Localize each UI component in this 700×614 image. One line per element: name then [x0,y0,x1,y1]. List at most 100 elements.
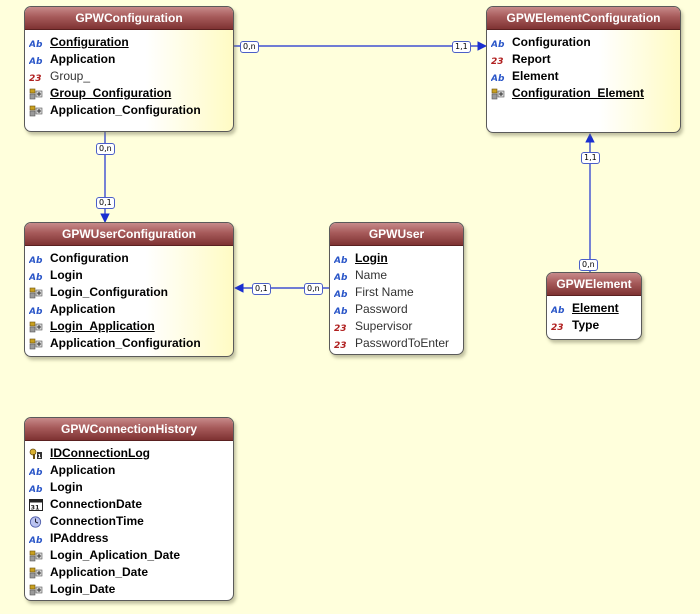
field-row[interactable]: Ab Application [29,462,233,479]
svg-text:Ab: Ab [29,485,43,494]
svg-text:Ab: Ab [29,307,43,316]
field-label: Name [355,268,388,282]
entity-title: GPWElementConfiguration [487,7,680,30]
ab-text-icon: Ab [29,533,43,545]
numeric-icon: 23 [491,54,505,66]
field-row[interactable]: ConnectionTime [29,513,233,530]
svg-text:Ab: Ab [29,536,43,545]
numeric-icon: 23 [334,321,348,333]
field-row[interactable]: Login_Application [29,318,233,335]
field-label: PasswordToEnter [355,336,450,350]
field-label: Login_Date [50,582,116,596]
field-label: Application [50,463,116,477]
cardinality-label: 0,1 [96,197,115,209]
field-label: Report [512,52,551,66]
svg-text:Ab: Ab [334,273,348,282]
entity-title: GPWConfiguration [25,7,233,30]
composite-key-icon [29,321,43,333]
field-row[interactable]: 23 PasswordToEnter [334,335,463,352]
field-row[interactable]: Login_Configuration [29,284,233,301]
ab-text-icon: Ab [334,270,348,282]
svg-text:23: 23 [334,341,347,350]
field-label: ConnectionDate [50,497,143,511]
svg-text:23: 23 [29,74,42,83]
field-label: Configuration [50,251,129,265]
ab-text-icon: Ab [29,482,43,494]
field-row[interactable]: Ab Name [334,267,463,284]
field-label: IPAddress [50,531,109,545]
field-row[interactable]: Application_Configuration [29,335,233,352]
cardinality-label: 0,n [304,283,323,295]
field-label: Login_Configuration [50,285,168,299]
svg-text:Ab: Ab [29,468,43,477]
field-label: Configuration_Element [512,86,645,100]
svg-text:23: 23 [491,57,504,66]
field-row[interactable]: 23 Report [491,51,680,68]
ab-text-icon: Ab [29,54,43,66]
field-label: Element [512,69,559,83]
entity-title: GPWConnectionHistory [25,418,233,441]
field-row[interactable]: Ab Element [551,300,641,317]
ab-text-icon: Ab [551,303,565,315]
ab-text-icon: Ab [491,37,505,49]
field-row[interactable]: Ab Configuration [29,250,233,267]
svg-text:Ab: Ab [491,40,505,49]
field-row[interactable]: Ab IPAddress [29,530,233,547]
field-row[interactable]: Application_Date [29,564,233,581]
field-label: Supervisor [355,319,413,333]
svg-text:23: 23 [551,323,564,332]
svg-text:Ab: Ab [29,273,43,282]
numeric-icon: 23 [551,320,565,332]
field-row[interactable]: 23 Supervisor [334,318,463,335]
time-icon [29,515,43,528]
ab-text-icon: Ab [29,253,43,265]
field-label: Element [572,301,619,315]
numeric-icon: 23 [29,71,43,83]
composite-key-icon [29,105,43,117]
field-row[interactable]: Application_Configuration [29,102,233,119]
ab-text-icon: Ab [29,465,43,477]
ab-text-icon: Ab [334,253,348,265]
entity-title: GPWElement [547,273,641,296]
svg-text:Ab: Ab [29,40,43,49]
composite-key-icon [29,567,43,579]
field-row[interactable]: Ab Configuration [29,34,233,51]
field-label: Application_Date [50,565,149,579]
field-row[interactable]: Login_Aplication_Date [29,547,233,564]
field-row[interactable]: Group_Configuration [29,85,233,102]
svg-text:Ab: Ab [29,256,43,265]
entity-title: GPWUser [330,223,463,246]
ab-text-icon: Ab [491,71,505,83]
field-row[interactable]: Login_Date [29,581,233,598]
cardinality-label: 0,1 [252,283,271,295]
field-label: ConnectionTime [50,514,144,528]
composite-key-icon [29,88,43,100]
field-label: Password [355,302,408,316]
composite-key-icon [29,338,43,350]
entity-title: GPWUserConfiguration [25,223,233,246]
field-row[interactable]: Ab Element [491,68,680,85]
field-label: Configuration [50,35,129,49]
field-row[interactable]: Configuration_Element [491,85,680,102]
